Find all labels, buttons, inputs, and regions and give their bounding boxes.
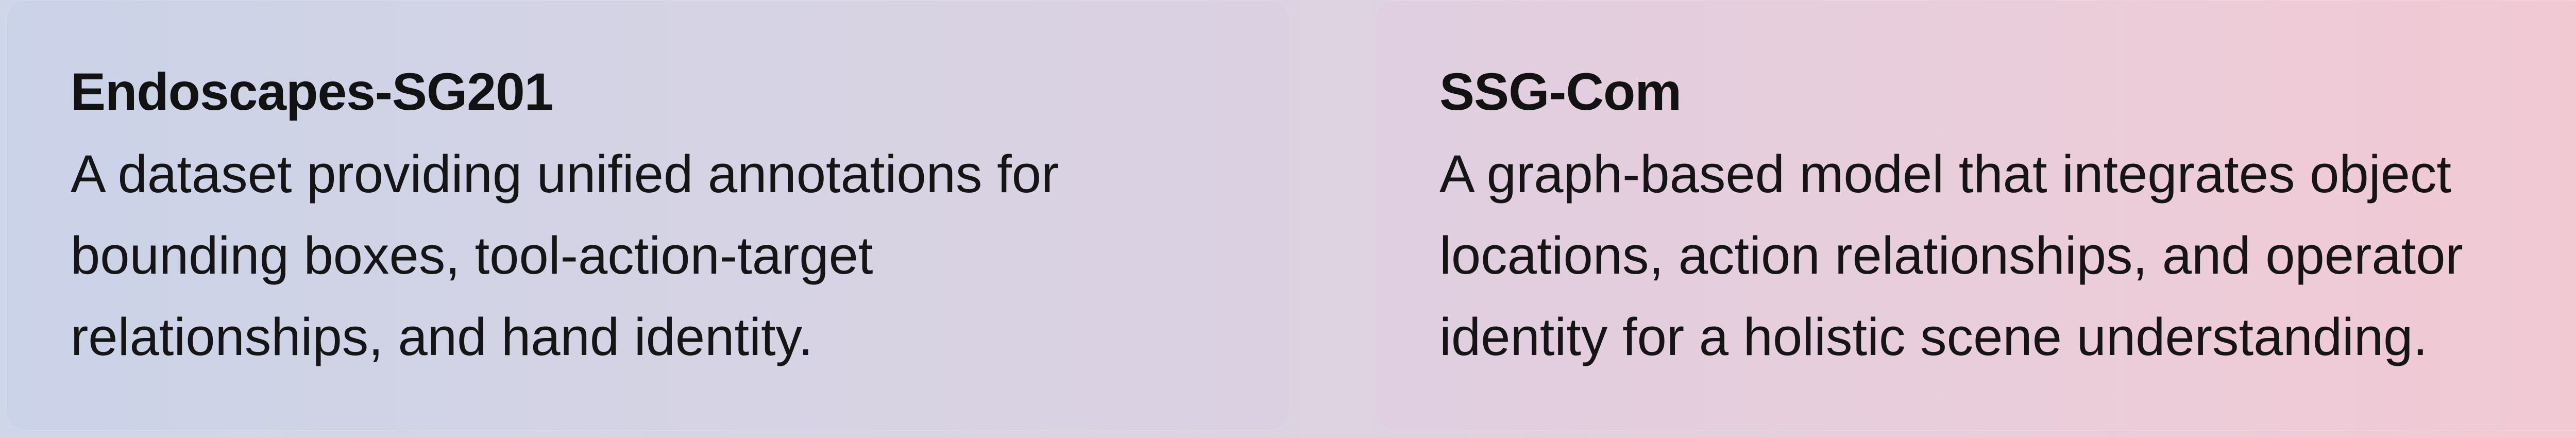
dataset-description-line: bounding boxes, tool-action-target [71, 226, 873, 285]
dataset-card: Endoscapes-SG201 A dataset providing uni… [6, 0, 1290, 431]
dataset-description: A dataset providing unified annotations … [71, 133, 1233, 378]
dataset-description-line: relationships, and hand identity. [71, 307, 814, 366]
model-description-line: A graph-based model that integrates obje… [1439, 144, 2451, 204]
dataset-description-line: A dataset providing unified annotations … [71, 144, 1059, 204]
model-title: SSG-Com [1439, 62, 1682, 121]
dataset-title: Endoscapes-SG201 [71, 62, 553, 121]
model-card: SSG-Com A graph-based model that integra… [1375, 0, 2576, 431]
model-description: A graph-based model that integrates obje… [1439, 133, 2576, 378]
model-description-line: identity for a holistic scene understand… [1439, 307, 2428, 366]
model-description-line: locations, action relationships, and ope… [1439, 226, 2463, 285]
